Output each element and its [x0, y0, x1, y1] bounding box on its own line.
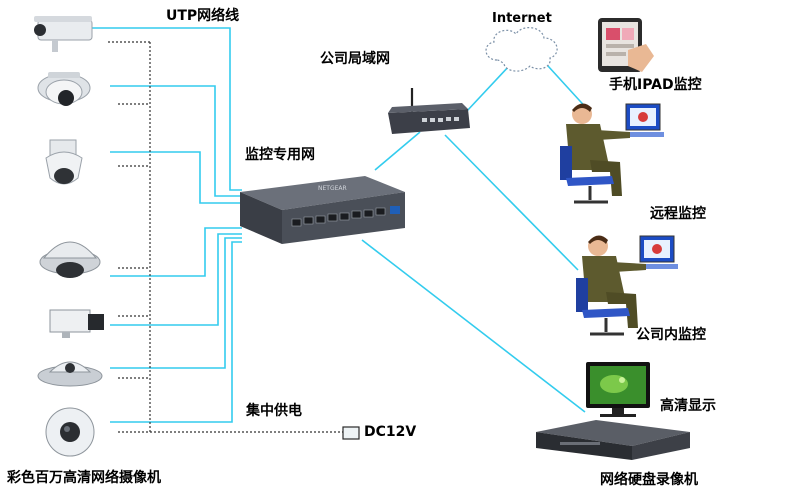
nvr-label: 网络硬盘录像机	[600, 472, 698, 488]
dome-camera-icon	[39, 241, 101, 278]
router-to-internet-line	[465, 64, 511, 113]
ufo-camera-icon	[37, 361, 103, 387]
camera-6-network-line	[110, 237, 242, 369]
camera-1-network-line	[90, 27, 242, 191]
svg-text:NETGEAR: NETGEAR	[318, 185, 347, 192]
camera-4-network-line	[110, 227, 242, 277]
bullet-camera-icon	[34, 16, 93, 52]
nvr-icon	[536, 420, 690, 460]
router-to-internal-line	[444, 134, 579, 271]
utp-cable-label: UTP网络线	[166, 8, 240, 24]
camera-2-network-line	[110, 85, 242, 197]
switch-to-router-line	[374, 131, 421, 171]
internet-label: Internet	[492, 11, 552, 26]
box-camera-icon	[49, 309, 104, 338]
cameras-caption: 彩色百万高清网络摄像机	[7, 470, 161, 486]
internal-monitoring-label: 公司内监控	[636, 327, 706, 343]
company-lan-label: 公司局域网	[320, 51, 390, 67]
remote-monitoring-label: 远程监控	[650, 206, 706, 222]
camera-5-network-line	[110, 233, 242, 326]
network-switch-icon: NETGEAR	[240, 176, 405, 244]
camera-3-network-line	[110, 151, 242, 204]
switch-network-label: 监控专用网	[245, 147, 315, 163]
switch-to-nvr-line	[361, 239, 586, 413]
dc-adapter-icon	[342, 426, 360, 440]
power-lines	[108, 41, 344, 433]
cloud-icon	[485, 27, 558, 72]
dc-voltage-label: DC12V	[364, 424, 417, 440]
router-icon	[388, 88, 470, 134]
operator-at-computer-icon	[560, 103, 664, 204]
fisheye-camera-icon	[45, 407, 95, 457]
turret-camera-icon	[37, 72, 91, 106]
operator-at-computer-icon	[576, 235, 678, 336]
camera-7-network-line	[110, 241, 242, 423]
mobile-monitoring-label: 手机IPAD监控	[609, 77, 702, 93]
hd-monitor-icon	[586, 362, 650, 417]
camera-network-lines	[90, 27, 242, 423]
ptz-dome-camera-icon	[45, 139, 83, 185]
hd-display-label: 高清显示	[660, 398, 716, 414]
tablet-icon	[598, 18, 654, 72]
central-power-label: 集中供电	[246, 403, 302, 419]
